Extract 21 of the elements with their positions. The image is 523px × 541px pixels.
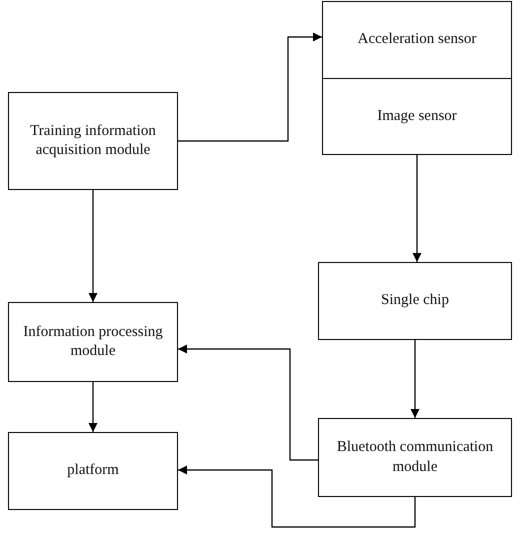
- arrow: [178, 32, 322, 142]
- arrow: [178, 344, 318, 461]
- process-box: [322, 1, 512, 79]
- arrow: [178, 466, 416, 528]
- box-label: Bluetooth communication module: [336, 438, 494, 476]
- box-label: Acceleration sensor: [356, 30, 478, 50]
- box-label: platform: [66, 461, 120, 480]
- box-label: Training information acquisition module: [29, 122, 157, 160]
- process-box: [8, 432, 178, 510]
- process-box: [318, 418, 512, 497]
- process-box: [322, 78, 512, 155]
- process-box: [8, 302, 178, 382]
- process-box: [8, 92, 178, 190]
- arrow: [410, 340, 420, 418]
- process-box: [318, 262, 512, 340]
- arrow: [88, 382, 98, 432]
- box-label: Single chip: [380, 291, 450, 310]
- box-label: Image sensor: [376, 106, 458, 126]
- box-label: Information processing module: [22, 322, 164, 361]
- arrow: [88, 190, 98, 302]
- arrow: [412, 155, 422, 262]
